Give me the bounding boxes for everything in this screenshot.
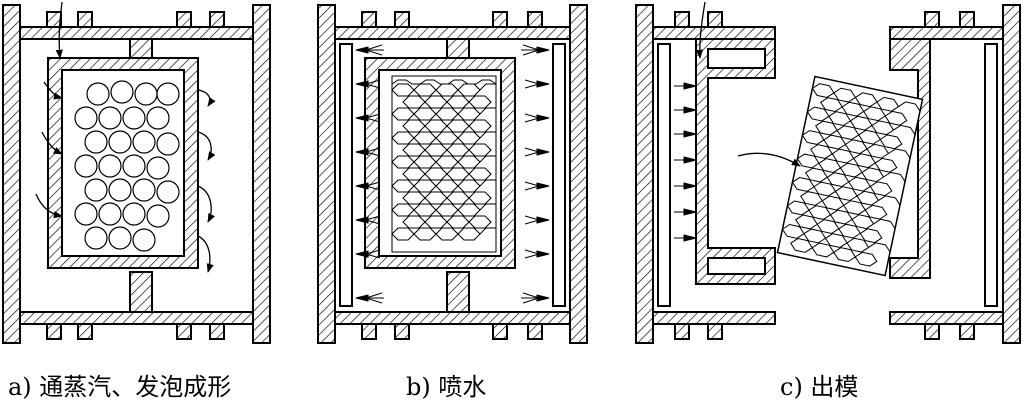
panel-b-mold-plates (334, 11, 571, 340)
caption-c: c) 出模 (780, 373, 859, 401)
caption-b: b) 喷水 (406, 373, 487, 401)
panel-b-hex-grid (391, 83, 496, 241)
panel-a-mold-plates (19, 11, 254, 340)
panel-b-water-spray (317, 4, 588, 344)
panel-c-demolding (635, 1, 1021, 344)
panel-a-steam-arrows (35, 1, 216, 273)
panel-c-right-spray-plate (984, 43, 998, 307)
panel-c-left-mold-half (652, 11, 776, 340)
panel-a-steam-foaming (2, 1, 271, 344)
panel-c-spray-plate (657, 43, 671, 307)
panel-a-beads (74, 80, 180, 252)
panel-a-outer-walls (2, 4, 271, 344)
panel-c-arrows (695, 1, 801, 167)
panel-c-jets (674, 82, 697, 242)
panel-c-ejected-block (776, 75, 924, 277)
panel-c-outer-walls (635, 4, 1021, 344)
panel-b-spray-plates (339, 43, 566, 307)
panel-b-spray-jets (355, 44, 550, 304)
caption-a: a) 通蒸汽、发泡成形 (8, 373, 232, 401)
panel-b-outer-walls (317, 4, 588, 344)
